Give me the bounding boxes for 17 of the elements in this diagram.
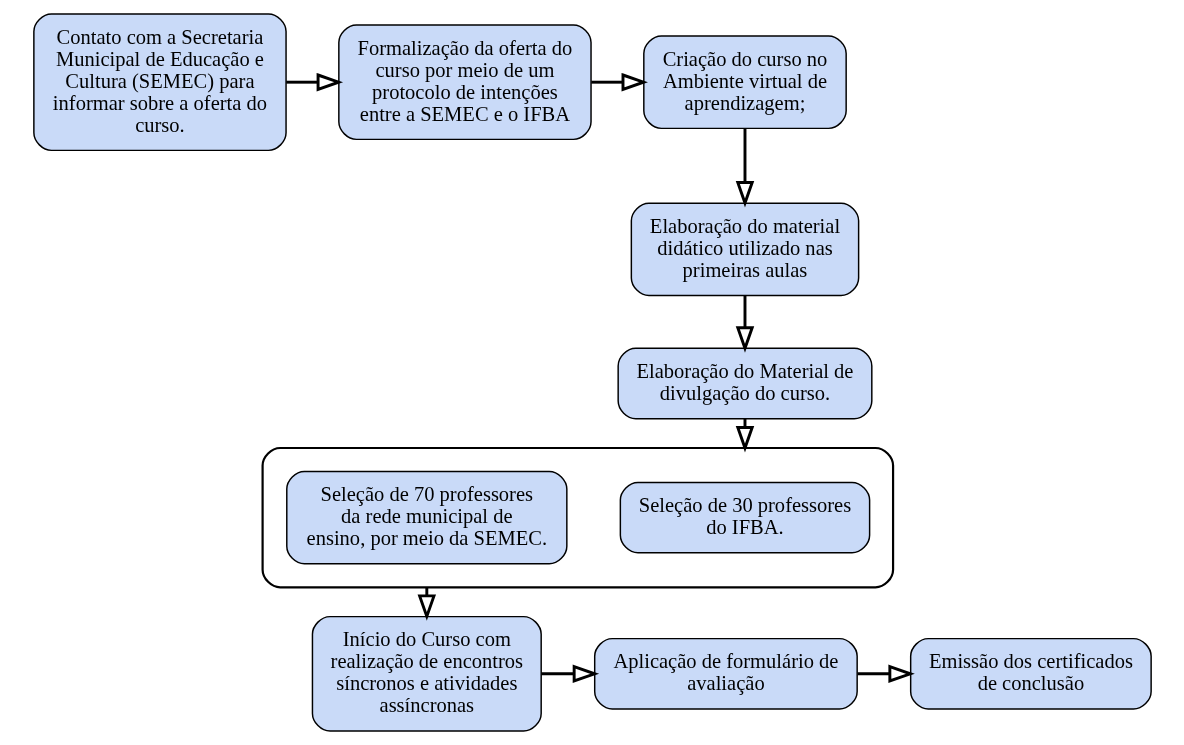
node-box: Aplicação de formulário de avaliação bbox=[593, 637, 858, 710]
node-box: Criação do curso no Ambiente virtual de aprendizagem; bbox=[642, 35, 847, 130]
node-box: Contato com a Secretaria Municipal de Educação e Cultura (SEMEC) para informar sobre a oferta do curso. bbox=[32, 13, 287, 152]
node-box: Início do Curso com realização de encontros síncronos e atividades assíncronas bbox=[311, 615, 542, 732]
arrow bbox=[590, 72, 648, 92]
arrow bbox=[735, 128, 754, 208]
arrow bbox=[285, 72, 343, 92]
arrow bbox=[735, 295, 754, 353]
node-box: Elaboração do Material de divulgação do curso. bbox=[616, 347, 873, 420]
cluster bbox=[261, 446, 894, 589]
arrow bbox=[540, 664, 599, 684]
arrow bbox=[857, 664, 915, 684]
node-box: Seleção de 70 professores da rede municipal de ensino, por meio da SEMEC. bbox=[285, 470, 568, 565]
node-box: Elaboração do material didático utilizado nas primeiras aulas bbox=[630, 202, 859, 297]
node-box: Seleção de 30 professores do IFBA. bbox=[619, 481, 870, 554]
node-box: Emissão dos certificados de conclusão bbox=[909, 637, 1152, 710]
node-box: Formalização da oferta do curso por meio de um protocolo de intenções entre a SEMEC e o IFBA bbox=[337, 24, 592, 141]
